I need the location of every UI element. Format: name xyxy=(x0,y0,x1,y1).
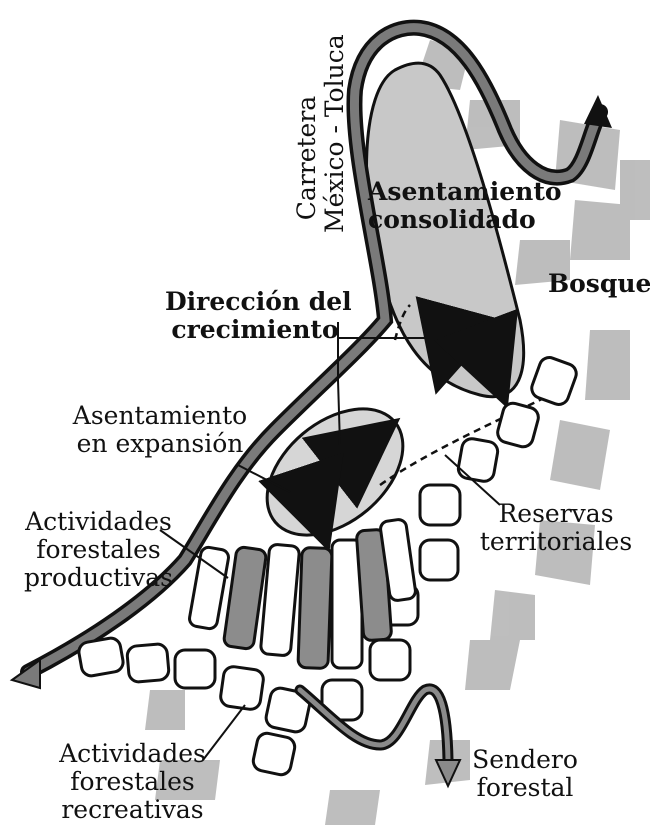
leader-lines xyxy=(159,454,501,761)
road-mexico-toluca xyxy=(9,19,612,690)
forest-patches xyxy=(145,40,650,825)
dashed-boundaries xyxy=(379,304,551,487)
label-carretera-line-2: México - Toluca xyxy=(320,34,349,233)
label-asentamiento-expansion: Asentamiento en expansión xyxy=(72,401,248,458)
growth-arrows xyxy=(258,296,519,553)
label-actividades-recreativas: Actividades forestales recreativas xyxy=(59,739,206,824)
label-bosque: Bosque xyxy=(548,269,650,298)
label-sendero-forestal: Sendero forestal xyxy=(472,745,578,802)
label-direccion-crecimiento: Dirección del crecimiento xyxy=(165,287,352,344)
label-carretera: Carretera México - Toluca xyxy=(292,34,349,233)
forest-trail xyxy=(294,683,462,789)
label-actividades-productivas: Actividades forestales productivas xyxy=(23,507,173,592)
label-carretera-line-1: Carretera xyxy=(292,95,321,221)
productive-strips xyxy=(188,518,417,670)
label-reservas-territoriales: Reservas territoriales xyxy=(479,499,633,556)
direction-connectors xyxy=(337,322,445,446)
road-end-arrow xyxy=(584,95,612,128)
recreational-plots xyxy=(77,636,364,777)
label-asentamiento-consolidado: Asentamiento consolidado xyxy=(368,177,562,234)
road-start-arrow xyxy=(9,658,41,690)
